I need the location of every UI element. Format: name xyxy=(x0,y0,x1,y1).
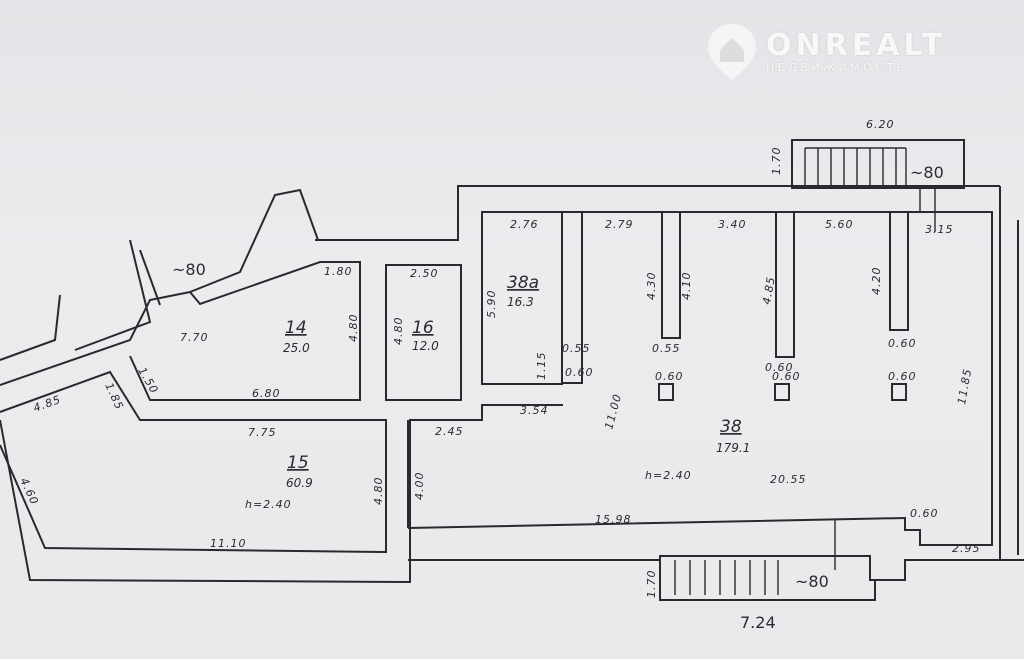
dimension-label: 2.50 xyxy=(410,267,439,280)
dimension-label: 0.60 xyxy=(888,370,917,383)
outer-north-wall xyxy=(315,185,1000,241)
dimension-label: 0.60 xyxy=(888,337,917,350)
watermark-logo: ONREALT НЕДВИЖИМОСТЬ xyxy=(706,22,946,82)
room-14-area: 25.0 xyxy=(283,341,310,355)
elevation-mark-north: ~80 xyxy=(910,163,944,182)
dimension-label: 2.79 xyxy=(605,218,634,231)
column-3 xyxy=(891,383,907,401)
room-38-wall xyxy=(407,211,993,546)
room-15-number: 15 xyxy=(287,453,309,473)
dimension-label: 0.55 xyxy=(652,342,681,355)
dimension-label: 1.70 xyxy=(770,147,783,176)
dimension-label: 1.50 xyxy=(135,365,161,396)
dimension-label: 2.45 xyxy=(435,425,464,438)
dimension-label: 6.20 xyxy=(866,118,895,131)
dimension-label: 5.60 xyxy=(825,218,854,231)
room-15-wall xyxy=(0,370,387,554)
dimension-label: 2.76 xyxy=(510,218,539,231)
elevation-mark-west: ~80 xyxy=(172,260,206,279)
room-38-partition xyxy=(562,211,583,384)
dimension-label: 4.30 xyxy=(645,272,658,301)
dimension-label: 4.85 xyxy=(32,393,63,415)
room-38a-area: 16.3 xyxy=(507,295,534,309)
corridor-wall-4 xyxy=(189,188,319,293)
dimension-label: 1.85 xyxy=(102,381,126,412)
dimension-label: 4.80 xyxy=(372,477,385,506)
dimension-label: 0.60 xyxy=(910,507,939,520)
dimension-label: 7.75 xyxy=(248,426,277,439)
dimension-label: 11.10 xyxy=(210,537,247,550)
dimension-label: 0.55 xyxy=(562,342,591,355)
outer-south-wall-right xyxy=(408,555,1024,581)
dimension-label: 1.80 xyxy=(324,265,353,278)
dimension-label: 1.15 xyxy=(535,352,548,381)
room-16-number: 16 xyxy=(412,318,434,338)
column-1 xyxy=(658,383,674,401)
room-38a-wall xyxy=(481,211,563,385)
dimension-label: 11.00 xyxy=(602,392,624,431)
corridor-wall-2 xyxy=(74,239,152,351)
pier-1 xyxy=(661,212,681,339)
stairs-north xyxy=(791,139,965,232)
logo-name: ONREALT xyxy=(766,27,947,63)
room-38-area: 179.1 xyxy=(716,441,750,455)
dimension-label: 1.70 xyxy=(645,570,658,599)
room-16-wall xyxy=(385,264,462,401)
dimension-label: 4.20 xyxy=(870,267,883,296)
dimension-label: 3.15 xyxy=(925,223,954,236)
dimension-label: 7.24 xyxy=(740,613,776,632)
elevation-mark-south: ~80 xyxy=(795,572,829,591)
corridor-wall-3 xyxy=(139,249,161,306)
room-38a-number: 38a xyxy=(507,273,539,293)
dimension-label: h=2.40 xyxy=(245,498,292,511)
dimension-label: h=2.40 xyxy=(645,469,692,482)
dimension-label: 0.60 xyxy=(655,370,684,383)
outer-south-wall-left xyxy=(0,404,563,584)
dimension-label: 0.60 xyxy=(765,361,794,374)
dimension-label: 2.95 xyxy=(952,542,981,555)
dimension-label: 15.98 xyxy=(595,513,632,526)
pier-3 xyxy=(889,212,909,331)
dimension-label: 4.80 xyxy=(392,317,405,346)
corridor-wall-1 xyxy=(0,294,61,361)
room-38-number: 38 xyxy=(720,417,742,437)
house-pin-icon xyxy=(708,24,756,80)
dimension-label: 4.80 xyxy=(347,314,360,343)
dimension-label: 3.54 xyxy=(520,404,549,417)
dimension-label: 4.00 xyxy=(413,472,426,501)
dimension-label: 11.85 xyxy=(955,367,974,405)
pier-2 xyxy=(775,212,795,358)
room-14-number: 14 xyxy=(285,318,307,338)
dimension-labels: 1.80 2.50 2.76 2.79 3.40 5.60 3.15 6.20 … xyxy=(17,118,981,632)
dimension-label: 20.55 xyxy=(770,473,807,486)
room-15-area: 60.9 xyxy=(286,476,313,490)
dimension-label: 4.85 xyxy=(760,275,778,305)
stairs-south xyxy=(659,520,876,601)
room-14-wall xyxy=(0,261,361,401)
logo-subtitle: НЕДВИЖИМОСТЬ xyxy=(766,60,908,74)
column-2 xyxy=(774,383,790,401)
dimension-label: 4.10 xyxy=(680,272,693,301)
dimension-label: 0.60 xyxy=(772,370,801,383)
dimension-label: 3.40 xyxy=(718,218,747,231)
dimension-label: 6.80 xyxy=(252,387,281,400)
dimension-label: 5.90 xyxy=(485,290,498,319)
dimension-label: 7.70 xyxy=(180,331,209,344)
room-16-area: 12.0 xyxy=(412,339,439,353)
dimension-label: 0.60 xyxy=(565,366,594,379)
